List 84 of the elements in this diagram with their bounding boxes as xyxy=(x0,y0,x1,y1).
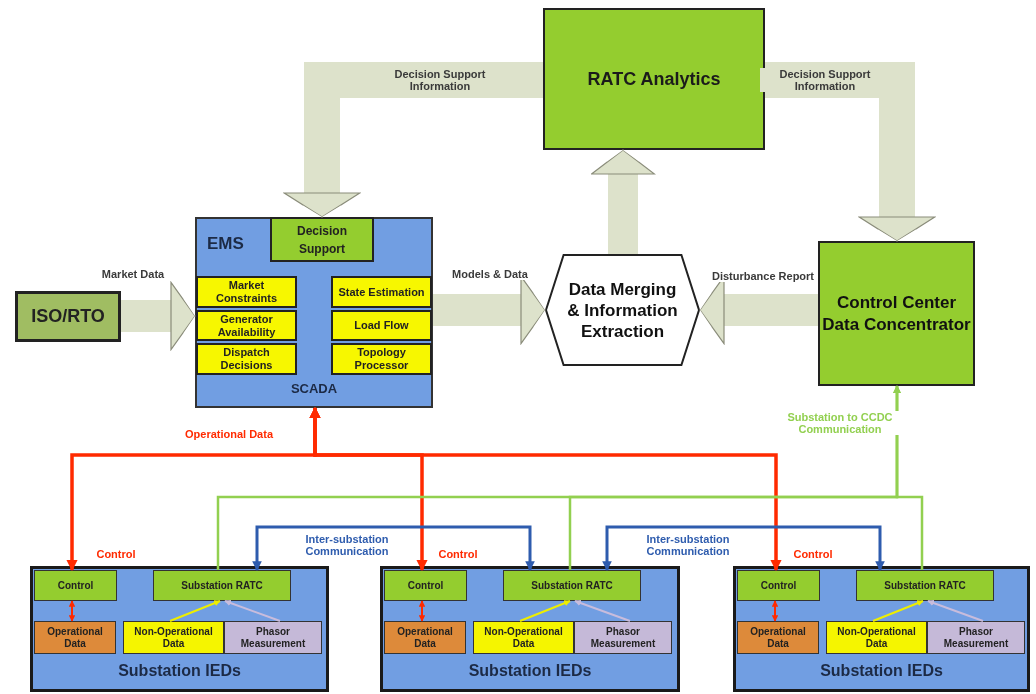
ratc-box xyxy=(856,570,994,601)
node-label: Substation RATC xyxy=(180,579,264,593)
arrow xyxy=(169,600,221,622)
node-label: Operational Data xyxy=(396,625,454,650)
node-label: Substation RATC xyxy=(530,579,614,593)
module-box xyxy=(331,310,432,341)
node-label: Control xyxy=(406,579,445,593)
node-label: Operational Data xyxy=(46,625,104,650)
panel-title: Substation IEDs xyxy=(117,661,242,681)
panel-title: EMS xyxy=(207,233,244,255)
block-arrow xyxy=(765,62,936,242)
arrow xyxy=(771,600,779,622)
data-box xyxy=(826,621,927,654)
control-box xyxy=(737,570,820,601)
node-label: Market Constraints xyxy=(214,279,279,305)
node-label: Data Merging & Information Extraction xyxy=(566,278,679,342)
edge-label: Disturbance Report xyxy=(711,270,815,282)
edge-label: Control xyxy=(793,548,833,560)
node-label: Control Center Data Concentrator xyxy=(821,291,972,336)
data-box xyxy=(34,621,116,654)
data-box xyxy=(927,621,1025,654)
module-box xyxy=(196,310,297,341)
analytics-box xyxy=(543,8,765,150)
module-box xyxy=(331,276,432,308)
edge-label: Control xyxy=(96,548,136,560)
data-box xyxy=(123,621,224,654)
node-label: Phasor Measurement xyxy=(239,625,307,650)
block-arrow xyxy=(283,62,543,218)
arrow xyxy=(519,600,571,622)
panel-title: Substation IEDs xyxy=(467,661,593,681)
edge-label: Control xyxy=(438,548,478,560)
node-label: State Estimation xyxy=(337,285,426,299)
substation-panel xyxy=(380,566,680,692)
node-label: ISO/RTO xyxy=(30,305,106,328)
node-label: Topology Processor xyxy=(353,346,410,372)
concentrator-box xyxy=(818,241,975,386)
node-label: Phasor Measurement xyxy=(589,625,657,650)
node-label: Substation RATC xyxy=(883,579,967,593)
node-label: Dispatch Decisions xyxy=(219,346,274,372)
data-box xyxy=(737,621,819,654)
arrow xyxy=(309,406,782,572)
substation-panel xyxy=(30,566,329,692)
ems-panel xyxy=(195,217,433,408)
arrow xyxy=(68,600,76,622)
node-label: Non-Operational Data xyxy=(836,625,917,650)
ratc-box xyxy=(153,570,291,601)
node-label: Non-Operational Data xyxy=(483,625,564,650)
arrow xyxy=(574,599,631,622)
node-label: Generator Availability xyxy=(216,312,277,339)
arrow xyxy=(872,600,924,622)
module-box xyxy=(270,217,374,262)
entity-box xyxy=(15,291,121,342)
data-box xyxy=(473,621,574,654)
module-box xyxy=(331,343,432,375)
ratc-box xyxy=(503,570,641,601)
node-label: Load Flow xyxy=(353,319,410,332)
edge-label: Models & Data xyxy=(452,268,528,280)
process-hexagon xyxy=(545,254,700,366)
data-box xyxy=(224,621,322,654)
node-label: Decision Support xyxy=(296,222,348,258)
node-label: RATC Analytics xyxy=(586,67,722,91)
node-label: Operational Data xyxy=(749,625,807,650)
panel-footer: SCADA xyxy=(197,378,431,398)
arrow xyxy=(893,385,924,570)
node-label: Non-Operational Data xyxy=(133,625,214,650)
arrow xyxy=(252,525,535,571)
node-label: Control xyxy=(759,579,798,593)
arrow xyxy=(224,599,281,622)
arrow xyxy=(602,525,885,571)
arrow xyxy=(927,599,984,622)
panel-title: Substation IEDs xyxy=(819,661,944,681)
edge-label: Market Data xyxy=(101,268,165,280)
module-box xyxy=(196,276,297,308)
node-label: Control xyxy=(56,579,95,593)
control-box xyxy=(34,570,117,601)
control-box xyxy=(384,570,467,601)
substation-panel xyxy=(733,566,1030,692)
node-label: Phasor Measurement xyxy=(942,625,1010,650)
block-arrow xyxy=(121,281,196,351)
module-box xyxy=(196,343,297,375)
data-box xyxy=(384,621,466,654)
arrow xyxy=(418,600,426,622)
data-box xyxy=(574,621,672,654)
block-arrow xyxy=(590,149,656,254)
